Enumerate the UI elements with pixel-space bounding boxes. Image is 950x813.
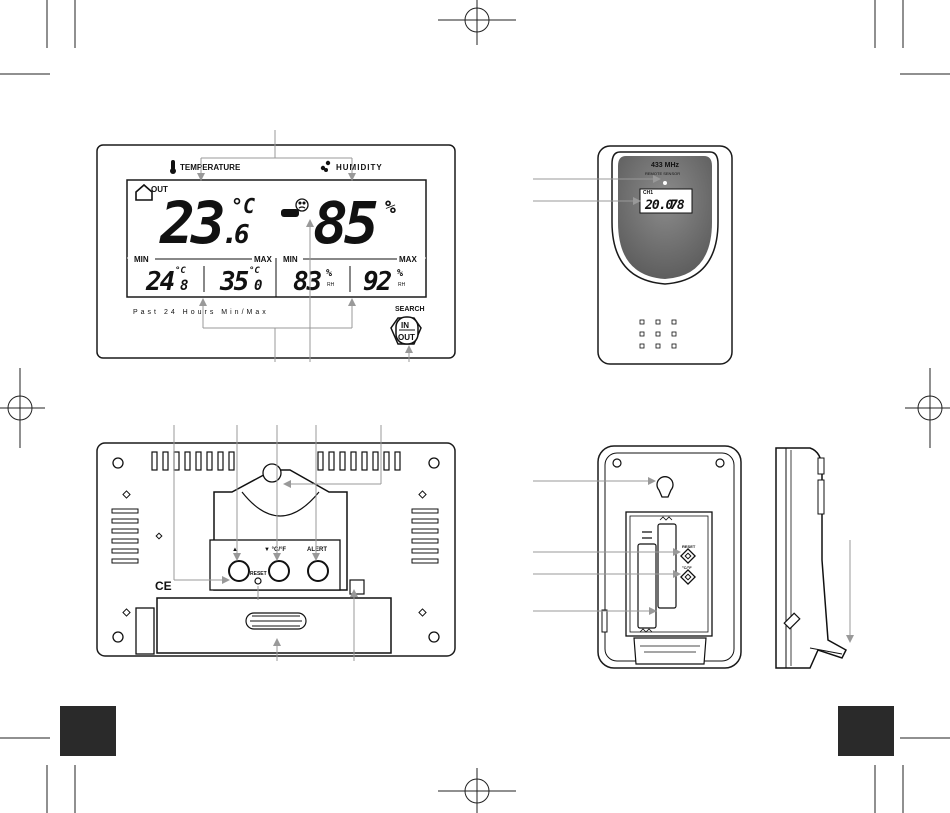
up-button[interactable]: [229, 561, 249, 581]
sensor-stand-foot: [634, 638, 706, 664]
unit-button-label: ▼ °C/°F: [264, 547, 286, 553]
unit-button[interactable]: [269, 561, 289, 581]
temperature-decimal: 6: [234, 220, 250, 250]
in-button-label: IN: [401, 321, 409, 330]
temperature-value: 23: [159, 189, 223, 257]
humidity-unit: %: [385, 197, 396, 218]
hum-min-value: 83: [293, 267, 322, 297]
temp-max-value: 35: [219, 267, 249, 297]
registration-mark-left: [0, 368, 45, 448]
hum-min-rh: RH: [327, 282, 335, 288]
humidity-label: HUMIDITY: [336, 163, 383, 172]
corner-block-left: [60, 706, 116, 756]
temp-min-decimal: 8: [180, 278, 188, 294]
ce-mark: CE: [155, 579, 172, 593]
temp-min-unit: °C: [175, 266, 186, 276]
hum-max-value: 92: [363, 267, 392, 297]
humidity-value: 85: [313, 189, 377, 257]
alert-button-label: ALERT: [307, 547, 327, 553]
hum-min-unit: %: [326, 268, 332, 279]
alert-button[interactable]: [308, 561, 328, 581]
remote-sensor-side: [776, 448, 846, 668]
stand-clip: [350, 580, 364, 594]
sensor-led: [663, 181, 667, 185]
temperature-unit: °C: [231, 194, 255, 218]
out-button-label: OUT: [398, 333, 415, 342]
temp-max-label: MAX: [254, 255, 272, 264]
temp-min-value: 24: [145, 267, 175, 297]
sensor-reset-label: RESET: [682, 544, 696, 549]
hum-max-label: MAX: [399, 255, 417, 264]
sensor-hum-value: 78: [670, 198, 685, 213]
hum-max-rh: RH: [398, 282, 406, 288]
hanging-hole: [263, 464, 281, 482]
temp-max-decimal: 0: [254, 278, 262, 294]
sensor-channel: CH1: [643, 190, 653, 196]
stand-foot-left: [136, 608, 154, 654]
hum-max-unit: %: [397, 268, 403, 279]
temp-min-label: MIN: [134, 255, 149, 264]
registration-mark-top: [438, 0, 516, 45]
search-label: SEARCH: [395, 306, 425, 313]
corner-block-right: [838, 706, 894, 756]
svg-text:Nor.: Nor.: [284, 212, 294, 218]
in-out-search-button[interactable]: IN OUT: [391, 317, 421, 344]
past-24-hours-label: Past 24 Hours Min/Max: [133, 309, 269, 316]
registration-mark-bottom: [438, 768, 516, 813]
reset-button[interactable]: [255, 578, 261, 584]
sensor-remote-label: REMOTE SENSOR: [645, 171, 680, 176]
main-unit-back: CE ▲ ▼ °C/°F ALERT RESET: [97, 443, 455, 656]
main-unit-front: TEMPERATURE HUMIDITY OUT 23 . 6 °C Nor. …: [97, 145, 455, 358]
hum-min-label: MIN: [283, 255, 298, 264]
temp-max-unit: °C: [249, 266, 260, 276]
sensor-frequency-label: 433 MHz: [651, 162, 680, 169]
sensor-unit-label: °C/°F: [682, 565, 692, 570]
comfort-badge: Nor.: [281, 209, 299, 218]
temperature-label: TEMPERATURE: [180, 163, 241, 172]
reset-button-label: RESET: [250, 571, 267, 577]
registration-mark-right: [905, 368, 950, 448]
remote-sensor-back: RESET °C/°F: [598, 446, 741, 668]
